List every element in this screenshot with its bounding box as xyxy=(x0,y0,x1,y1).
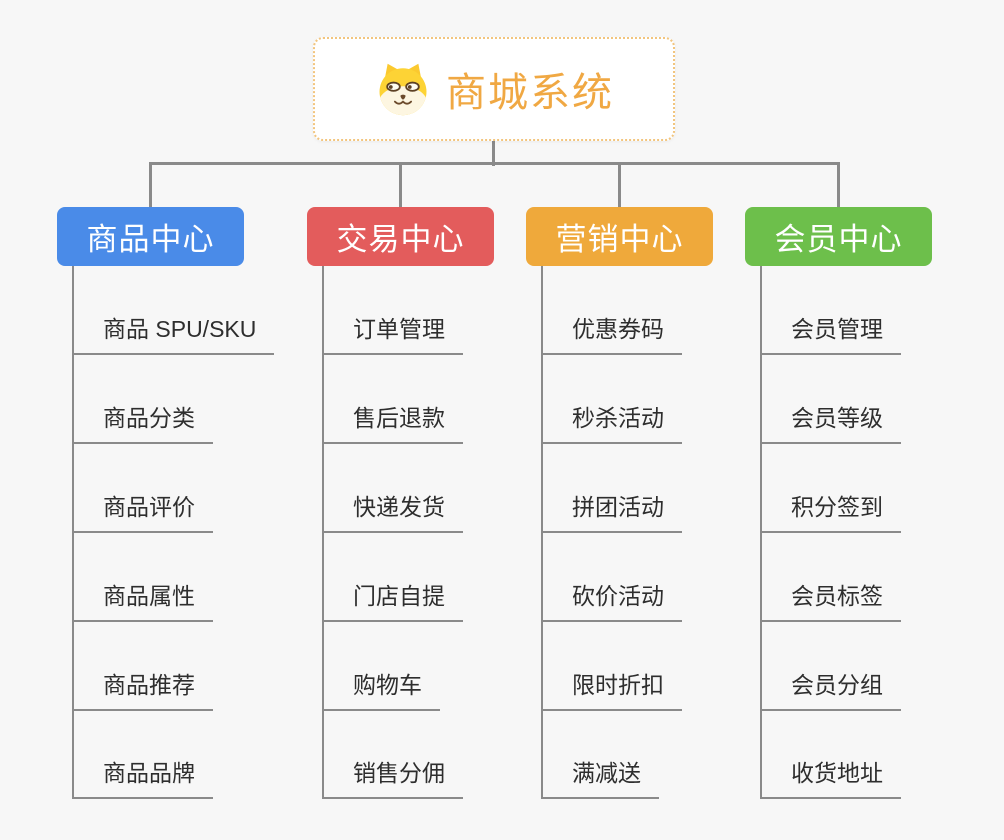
connector-drop-trade xyxy=(399,163,402,207)
connector-root-stub xyxy=(492,141,495,166)
topic-item[interactable]: 商品分类 xyxy=(72,402,213,444)
topic-item[interactable]: 砍价活动 xyxy=(541,580,682,622)
topic-item[interactable]: 订单管理 xyxy=(322,313,463,355)
topic-item[interactable]: 快递发货 xyxy=(322,491,463,533)
branch-label: 会员中心 xyxy=(774,222,903,257)
topic-item[interactable]: 优惠券码 xyxy=(541,313,682,355)
topic-item[interactable]: 销售分佣 xyxy=(322,757,463,799)
branch-node-trade-center[interactable]: 交易中心 xyxy=(307,207,494,266)
topic-item[interactable]: 商品评价 xyxy=(72,491,213,533)
topic-item[interactable]: 拼团活动 xyxy=(541,491,682,533)
doge-icon xyxy=(379,63,427,116)
connector-drop-product xyxy=(149,163,152,207)
topic-item[interactable]: 秒杀活动 xyxy=(541,402,682,444)
connector-bus xyxy=(149,162,840,165)
topic-item[interactable]: 会员标签 xyxy=(760,580,901,622)
connector-drop-member xyxy=(837,163,840,207)
topic-item[interactable]: 商品属性 xyxy=(72,580,213,622)
root-node[interactable]: 商城系统 xyxy=(313,37,675,141)
topic-item[interactable]: 收货地址 xyxy=(760,757,901,799)
topic-item[interactable]: 会员分组 xyxy=(760,669,901,711)
root-title: 商城系统 xyxy=(446,71,614,115)
branch-node-marketing-center[interactable]: 营销中心 xyxy=(526,207,713,266)
topic-item[interactable]: 积分签到 xyxy=(760,491,901,533)
topic-item[interactable]: 会员管理 xyxy=(760,313,901,355)
topic-item[interactable]: 满减送 xyxy=(541,757,659,799)
branch-node-product-center[interactable]: 商品中心 xyxy=(57,207,244,266)
topic-item[interactable]: 商品品牌 xyxy=(72,757,213,799)
topic-item[interactable]: 购物车 xyxy=(322,669,440,711)
topic-item[interactable]: 限时折扣 xyxy=(541,669,682,711)
topic-item[interactable]: 商品 SPU/SKU xyxy=(72,313,275,355)
connector-drop-marketing xyxy=(618,163,621,207)
branch-label: 营销中心 xyxy=(555,222,684,257)
branch-node-member-center[interactable]: 会员中心 xyxy=(745,207,932,266)
topic-item[interactable]: 售后退款 xyxy=(322,402,463,444)
branch-label: 交易中心 xyxy=(336,222,465,257)
topic-item[interactable]: 门店自提 xyxy=(322,580,463,622)
topic-item[interactable]: 会员等级 xyxy=(760,402,901,444)
branch-label: 商品中心 xyxy=(86,222,215,257)
topic-item[interactable]: 商品推荐 xyxy=(72,669,213,711)
